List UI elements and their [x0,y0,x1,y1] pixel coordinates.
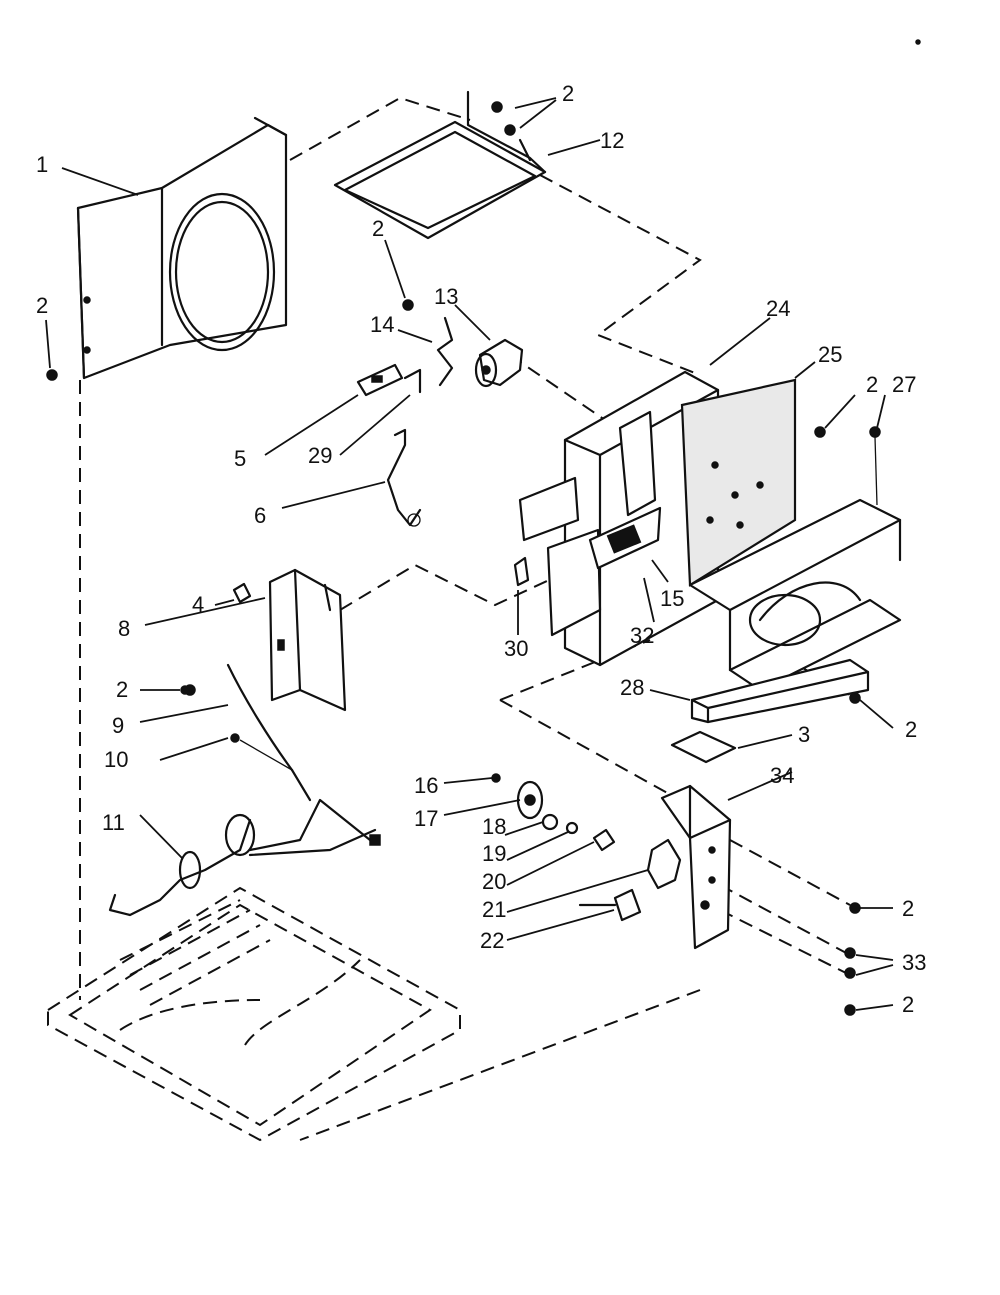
callout-6: 6 [254,503,266,528]
callout-22: 22 [480,928,504,953]
part-13-capacitor [474,338,524,388]
corner-dot [915,39,921,45]
part-5-switch [356,363,404,397]
callout-28: 28 [620,675,644,700]
callout-27: 27 [892,372,916,397]
callout-14: 14 [370,312,394,337]
callout-15: 15 [660,586,684,611]
callout-2: 2 [116,677,128,702]
part-20-thermostat [592,828,616,852]
part-4-grommet [232,582,252,604]
part-25-filter [680,378,797,587]
part-30-clip [513,556,530,587]
leader-lines [45,167,894,1011]
part-2-screws-top [491,97,601,156]
part-12-top-frame [333,90,547,240]
callout-11: 11 [102,810,125,835]
part-22-relay [578,888,642,922]
callout-5: 5 [234,446,246,471]
part-14-capacitor-bracket [402,299,454,387]
callout-3: 3 [798,722,810,747]
part-34-control-bracket [660,784,732,950]
part-1-front-panel [76,116,288,380]
callout-2: 2 [905,717,917,742]
part-2-screws-right [46,369,861,1016]
blower-base [688,498,902,692]
callout-12: 12 [600,128,624,153]
callout-2: 2 [866,372,878,397]
callout-24: 24 [766,296,790,321]
part-27-screw [869,426,881,506]
part-16-screw [491,773,501,783]
part-11-power-cord [108,768,381,917]
part-17-knob [516,780,544,820]
callout-2: 2 [562,81,574,106]
callout-18: 18 [482,814,506,839]
callout-21: 21 [482,897,506,922]
callout-16: 16 [414,773,438,798]
callout-10: 10 [104,747,128,772]
part-10-screw [230,733,293,771]
part-19-nut [565,821,579,835]
callout-2: 2 [902,896,914,921]
callout-9: 9 [112,713,124,738]
callout-25: 25 [818,342,842,367]
part-6-link-rod [386,428,422,527]
part-18-washer [541,813,559,831]
callout-30: 30 [504,636,528,661]
base-pan [47,886,461,1142]
part-28-foam-strip [690,658,870,724]
part-3-pad [670,730,737,764]
part-15-control-panel [588,506,662,570]
callout-8: 8 [118,616,130,641]
callout-13: 13 [434,284,458,309]
callout-1: 1 [36,152,48,177]
callout-19: 19 [482,841,506,866]
part-29-clip [403,368,422,394]
callout-34: 34 [770,763,794,788]
callout-2: 2 [372,216,384,241]
callout-33: 33 [902,950,926,975]
part-21-switch [646,838,682,890]
callout-labels: 1 2 2 2 2 2 2 2 2 3 4 5 6 8 9 10 11 12 1… [36,81,926,1017]
callout-17: 17 [414,806,438,831]
callout-2: 2 [902,992,914,1017]
part-8-bracket [268,568,347,712]
callout-32: 32 [630,623,654,648]
callout-2: 2 [36,293,48,318]
callout-20: 20 [482,869,506,894]
callout-4: 4 [192,592,204,617]
callout-29: 29 [308,443,332,468]
